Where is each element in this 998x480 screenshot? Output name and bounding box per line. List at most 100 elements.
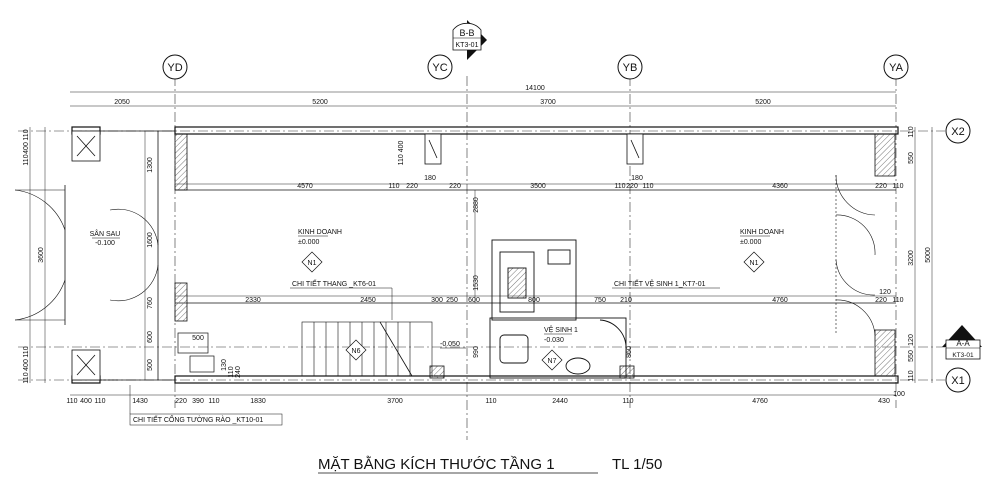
door-swings — [14, 174, 876, 336]
svg-text:3700: 3700 — [387, 398, 403, 405]
svg-text:4570: 4570 — [297, 183, 313, 190]
svg-text:120: 120 — [908, 334, 915, 346]
svg-text:110: 110 — [23, 346, 30, 357]
svg-text:110: 110 — [908, 126, 915, 137]
svg-text:110: 110 — [908, 370, 915, 381]
svg-text:400: 400 — [80, 398, 92, 405]
svg-text:4760: 4760 — [752, 398, 768, 405]
grid-axes — [18, 76, 945, 440]
svg-text:KT3-01: KT3-01 — [456, 42, 479, 49]
svg-text:3700: 3700 — [540, 99, 556, 106]
svg-text:±0.000: ±0.000 — [298, 239, 319, 246]
svg-text:500: 500 — [147, 359, 154, 371]
svg-text:1430: 1430 — [132, 398, 148, 405]
svg-text:110: 110 — [66, 398, 77, 405]
svg-text:YC: YC — [432, 62, 447, 74]
svg-text:CHI TIẾT CỔNG TƯỜNG RÀO _KT10-: CHI TIẾT CỔNG TƯỜNG RÀO _KT10-01 — [133, 414, 263, 424]
svg-text:1300: 1300 — [147, 157, 154, 173]
svg-text:3600: 3600 — [38, 247, 45, 263]
svg-text:110: 110 — [228, 366, 235, 377]
svg-text:YD: YD — [167, 62, 182, 74]
column-boxes — [71, 130, 644, 381]
svg-text:SÂN SAU: SÂN SAU — [90, 229, 121, 238]
svg-text:220: 220 — [449, 183, 461, 190]
svg-text:110: 110 — [614, 183, 625, 190]
svg-text:220: 220 — [406, 183, 418, 190]
floor-finish-tag-n6: N6 — [345, 339, 367, 361]
svg-text:2050: 2050 — [114, 99, 130, 106]
room-kinh-doanh-right: KINH DOANH ±0.000 N1 — [740, 229, 784, 273]
svg-text:±0.000: ±0.000 — [740, 239, 761, 246]
svg-text:750: 750 — [594, 297, 606, 304]
svg-text:600: 600 — [468, 297, 480, 304]
svg-text:KINH DOANH: KINH DOANH — [740, 229, 784, 236]
svg-text:250: 250 — [446, 297, 458, 304]
structural-columns — [174, 133, 896, 379]
svg-text:300: 300 — [431, 297, 443, 304]
svg-text:120: 120 — [879, 289, 891, 296]
svg-text:2880: 2880 — [473, 197, 480, 213]
wc-room — [489, 317, 627, 379]
stair-area: -0.050 N6 — [345, 339, 466, 361]
svg-text:YA: YA — [889, 62, 904, 74]
svg-text:14100: 14100 — [525, 85, 545, 92]
drawing-title: MẶT BẰNG KÍCH THƯỚC TẦNG 1 TL 1/50 — [318, 455, 662, 474]
svg-text:YB: YB — [623, 62, 638, 74]
svg-text:-0.030: -0.030 — [544, 337, 564, 344]
svg-text:KINH DOANH: KINH DOANH — [298, 229, 342, 236]
floor-finish-tag-n1: N1 — [743, 251, 765, 273]
axis-bubble-ya: YA — [883, 54, 909, 80]
svg-text:4760: 4760 — [772, 297, 788, 304]
stair-treads — [301, 321, 433, 377]
dimension-labels: 14100 2050 5200 3700 5200 4570 3500 4360… — [23, 85, 932, 405]
svg-text:X2: X2 — [951, 126, 964, 138]
svg-text:220: 220 — [875, 297, 887, 304]
dimension-lines — [29, 91, 933, 396]
svg-text:400: 400 — [23, 142, 30, 154]
svg-text:220: 220 — [175, 398, 187, 405]
svg-text:B-B: B-B — [459, 28, 474, 38]
svg-text:110: 110 — [23, 154, 30, 165]
room-san-sau: SÂN SAU -0.100 — [90, 229, 121, 247]
svg-text:800: 800 — [528, 297, 540, 304]
svg-text:CHI TIẾT VỆ SINH 1_KT7-01: CHI TIẾT VỆ SINH 1_KT7-01 — [614, 278, 706, 288]
svg-text:VỆ SINH 1: VỆ SINH 1 — [544, 325, 578, 334]
svg-text:550: 550 — [908, 152, 915, 164]
axis-bubble-x1: X1 — [945, 367, 971, 393]
svg-text:MẶT BẰNG KÍCH THƯỚC TẦNG 1: MẶT BẰNG KÍCH THƯỚC TẦNG 1 — [318, 455, 555, 473]
svg-text:860: 860 — [626, 346, 633, 358]
svg-text:2330: 2330 — [245, 297, 261, 304]
svg-text:3500: 3500 — [530, 183, 546, 190]
svg-text:110: 110 — [208, 398, 219, 405]
floor-finish-tag-n1: N1 — [301, 251, 323, 273]
svg-text:220: 220 — [875, 183, 887, 190]
axis-bubble-yb: YB — [617, 54, 643, 80]
svg-text:TL 1/50: TL 1/50 — [612, 456, 662, 473]
svg-text:110: 110 — [642, 183, 653, 190]
svg-text:390: 390 — [192, 398, 204, 405]
svg-text:N1: N1 — [308, 260, 317, 267]
svg-text:1530: 1530 — [473, 275, 480, 291]
axis-bubble-yc: YC — [427, 54, 453, 80]
floor-finish-tag-n7: N7 — [541, 349, 563, 371]
svg-text:110: 110 — [485, 398, 496, 405]
svg-text:A-A: A-A — [956, 339, 970, 348]
svg-text:5200: 5200 — [755, 99, 771, 106]
svg-text:110: 110 — [892, 297, 903, 304]
section-marker-b-b: B-B KT3-01 — [452, 20, 487, 60]
svg-text:2450: 2450 — [360, 297, 376, 304]
svg-text:990: 990 — [473, 346, 480, 358]
svg-text:2440: 2440 — [552, 398, 568, 405]
svg-text:-0.100: -0.100 — [95, 240, 115, 247]
svg-text:220: 220 — [626, 183, 638, 190]
elevator-core — [491, 239, 577, 321]
svg-text:3200: 3200 — [908, 250, 915, 266]
svg-text:N6: N6 — [352, 348, 361, 355]
svg-text:130: 130 — [221, 359, 228, 371]
svg-text:4360: 4360 — [772, 183, 788, 190]
svg-text:110: 110 — [94, 398, 105, 405]
note-wc-detail: CHI TIẾT VỆ SINH 1_KT7-01 — [612, 278, 720, 289]
svg-text:180: 180 — [631, 175, 643, 182]
svg-text:N1: N1 — [750, 260, 759, 267]
